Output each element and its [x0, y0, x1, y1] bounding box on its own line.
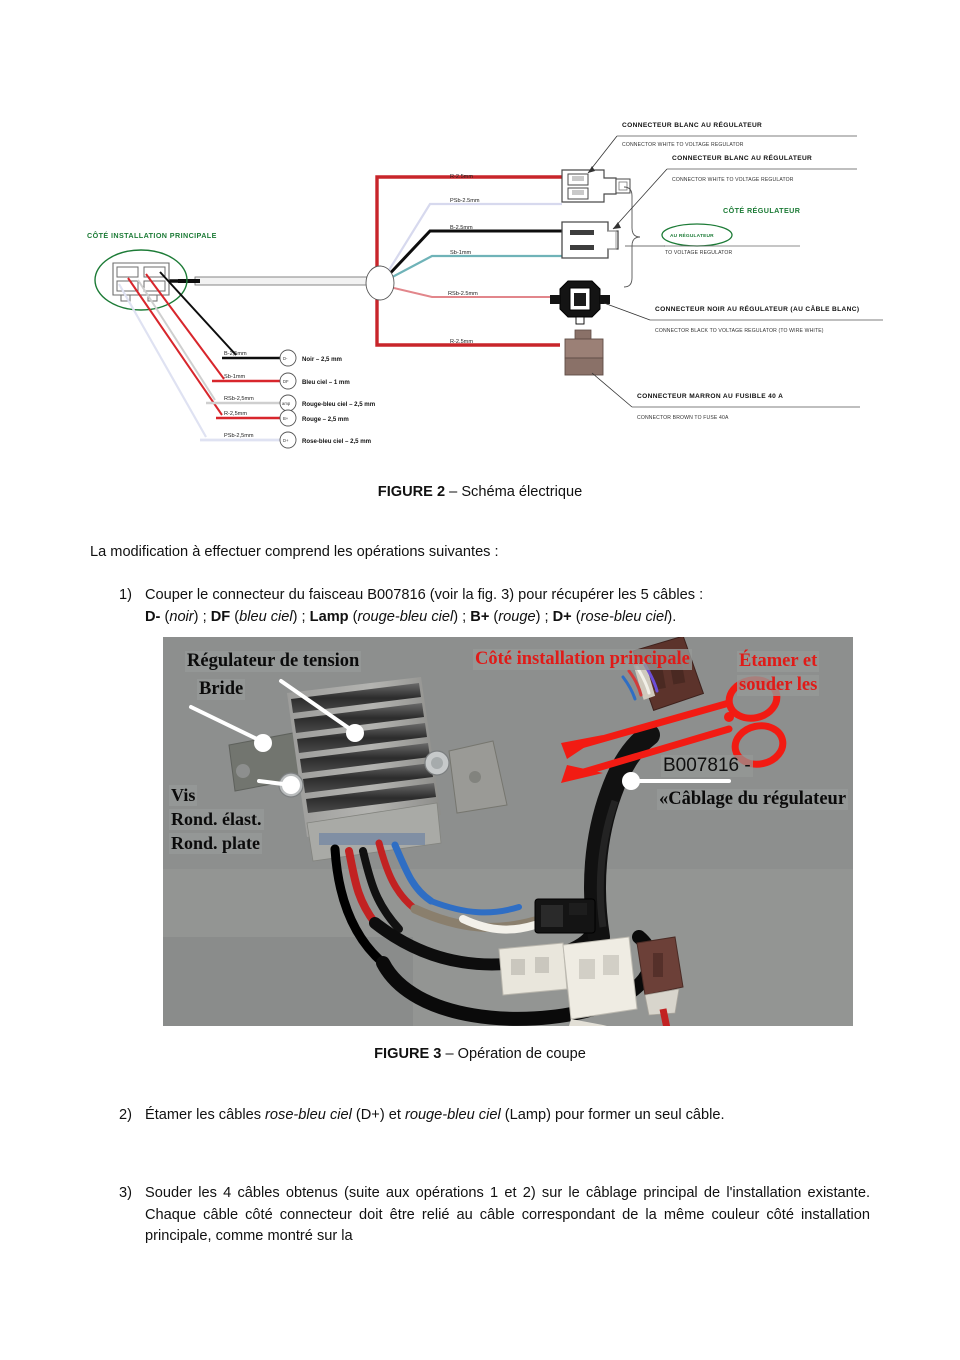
legend-code-4: PSb-2,5mm — [224, 433, 254, 439]
step-2-number: 2) — [119, 1107, 132, 1123]
step-1-color-2: rouge-bleu ciel — [357, 608, 454, 625]
step-2-italic-1: rose-bleu ciel — [265, 1107, 352, 1123]
figure-2-wiring-schematic: CÔTÉ INSTALLATION PRINCIPALE CÔTÉ RÉGULA… — [0, 0, 960, 470]
callout-white-lower-fr: CONNECTEUR BLANC AU RÉGULATEUR — [672, 153, 812, 162]
figure-3-photo: Régulateur de tension Bride Vis Rond. él… — [163, 637, 853, 1026]
leader-lines — [189, 679, 731, 787]
label-au-regulateur: AU RÉGULATEUR — [670, 231, 714, 239]
step-2: 2) Étamer les câbles rose-bleu ciel (D+)… — [119, 1105, 870, 1127]
step-3: 3) Souder les 4 câbles obtenus (suite au… — [119, 1183, 870, 1248]
legend-pin-3: B+ — [283, 416, 289, 421]
legend-desc-4: Rose-bleu ciel – 2,5 mm — [302, 438, 372, 445]
step-3-number: 3) — [119, 1185, 132, 1201]
callout-white-upper-fr: CONNECTEUR BLANC AU RÉGULATEUR — [622, 120, 762, 129]
scissors-icon — [563, 699, 733, 781]
callout-brown-fr: CONNECTEUR MARRON AU FUSIBLE 40 A — [637, 393, 783, 400]
wire-label-b-25: B-2.5mm — [450, 225, 473, 231]
photo-label-vis: Vis — [169, 785, 198, 806]
photo-label-etamer: Étamer et — [737, 651, 820, 673]
legend-pin-1: DF — [283, 379, 289, 384]
legend-code-1: Sb-1mm — [224, 374, 245, 380]
label-cote-regulateur: CÔTÉ RÉGULATEUR — [723, 206, 801, 215]
legend-desc-3: Rouge – 2,5 mm — [302, 416, 349, 423]
wire-label-sb-1: Sb-1mm — [450, 250, 471, 256]
step-2-post: (Lamp) pour former un seul câble. — [500, 1107, 725, 1123]
step-2-body: Étamer les câbles rose-bleu ciel (D+) et… — [145, 1105, 870, 1127]
caption-figure-3-rest: – Opération de coupe — [441, 1046, 586, 1062]
connector-white-upper — [561, 169, 631, 203]
photo-label-regulateur-de-tension: Régulateur de tension — [185, 651, 362, 673]
caption-figure-2-bold: FIGURE 2 — [377, 484, 446, 500]
callout-brown-en: CONNECTOR BROWN TO FUSE 40A — [637, 415, 729, 421]
connector-black — [550, 280, 610, 325]
caption-figure-2-rest: – Schéma électrique — [445, 484, 583, 500]
photo-label-rond-elast: Rond. élast. — [169, 809, 264, 830]
legend-pin-2: amp — [282, 401, 291, 406]
step-1-number: 1) — [119, 587, 132, 603]
caption-figure-3: FIGURE 3 – Opération de coupe — [0, 1046, 960, 1062]
step-1-color-0: noir — [169, 608, 194, 625]
step-1-color-1: bleu ciel — [239, 608, 293, 625]
caption-figure-3-bold: FIGURE 3 — [374, 1046, 442, 1062]
wire-label-r-25-top: R-2.5mm — [450, 174, 473, 180]
step-2-pre: Étamer les câbles — [145, 1107, 266, 1123]
step-1-code-1: DF — [210, 608, 231, 625]
photo-label-b007816: B007816 - — [661, 755, 753, 777]
photo-label-cablage-du-regulateur: «Câblage du régulateur — [657, 789, 849, 811]
step-1: 1) Couper le connecteur du faisceau B007… — [119, 585, 870, 628]
step-1-code-0: D- — [145, 608, 161, 625]
legend-pin-4: D+ — [283, 438, 289, 443]
photo-label-souder: souder les — [737, 675, 820, 697]
callout-black-fr: CONNECTEUR NOIR AU RÉGULATEUR (AU CÂBLE … — [655, 304, 859, 313]
step-1-line1: Couper le connecteur du faisceau B007816… — [145, 587, 704, 603]
legend-code-0: B-2,5mm — [224, 351, 247, 357]
step-1-color-4: rose-bleu ciel — [580, 608, 668, 625]
scissors-blade-tips — [561, 735, 603, 783]
legend-code-2: RSb-2,5mm — [224, 396, 254, 402]
photo-label-cote-installation-principale: Côté installation principale — [473, 649, 692, 671]
label-to-voltage-regulator: TO VOLTAGE REGULATOR — [665, 250, 733, 256]
wire-label-psb-25: PSb-2.5mm — [450, 198, 480, 204]
photo-label-rond-plate: Rond. plate — [169, 833, 263, 854]
callout-white-lower-en: CONNECTOR WHITE TO VOLTAGE REGULATOR — [672, 177, 794, 183]
legend-desc-1: Bleu ciel – 1 mm — [302, 379, 350, 386]
caption-figure-2: FIGURE 2 – Schéma électrique — [0, 484, 960, 500]
step-1-color-3: rouge — [498, 608, 536, 625]
label-cote-installation-principale: CÔTÉ INSTALLATION PRINCIPALE — [87, 231, 217, 240]
leader-dots — [254, 724, 640, 794]
wire-label-r-25-bottom: R-2.5mm — [450, 339, 473, 345]
step-2-mid: (D+) et — [351, 1107, 405, 1123]
step-1-code-3: B+ — [470, 608, 490, 625]
callout-white-upper-en: CONNECTOR WHITE TO VOLTAGE REGULATOR — [622, 142, 744, 148]
step-1-code-4: D+ — [552, 608, 572, 625]
legend-code-3: R-2,5mm — [224, 411, 247, 417]
connector-white-lower — [561, 221, 619, 259]
step-2-italic-2: rouge-bleu ciel — [404, 1107, 501, 1123]
callout-black-en: CONNECTOR BLACK TO VOLTAGE REGULATOR (TO… — [655, 328, 824, 334]
intro-paragraph: La modification à effectuer comprend les… — [90, 544, 499, 560]
legend-desc-2: Rouge-bleu ciel – 2,5 mm — [302, 401, 376, 408]
step-1-body: Couper le connecteur du faisceau B007816… — [145, 587, 704, 625]
legend-desc-0: Noir – 2,5 mm — [302, 356, 343, 363]
step-1-code-2: Lamp — [309, 608, 349, 625]
step-3-body: Souder les 4 câbles obtenus (suite aux o… — [145, 1185, 870, 1244]
wire-label-rsb-25: RSb-2.5mm — [448, 291, 478, 297]
legend-pin-0: D- — [283, 356, 288, 361]
connector-brown-fuse — [564, 329, 604, 376]
scissors-pivot — [724, 712, 734, 722]
photo-label-bride: Bride — [197, 679, 246, 701]
